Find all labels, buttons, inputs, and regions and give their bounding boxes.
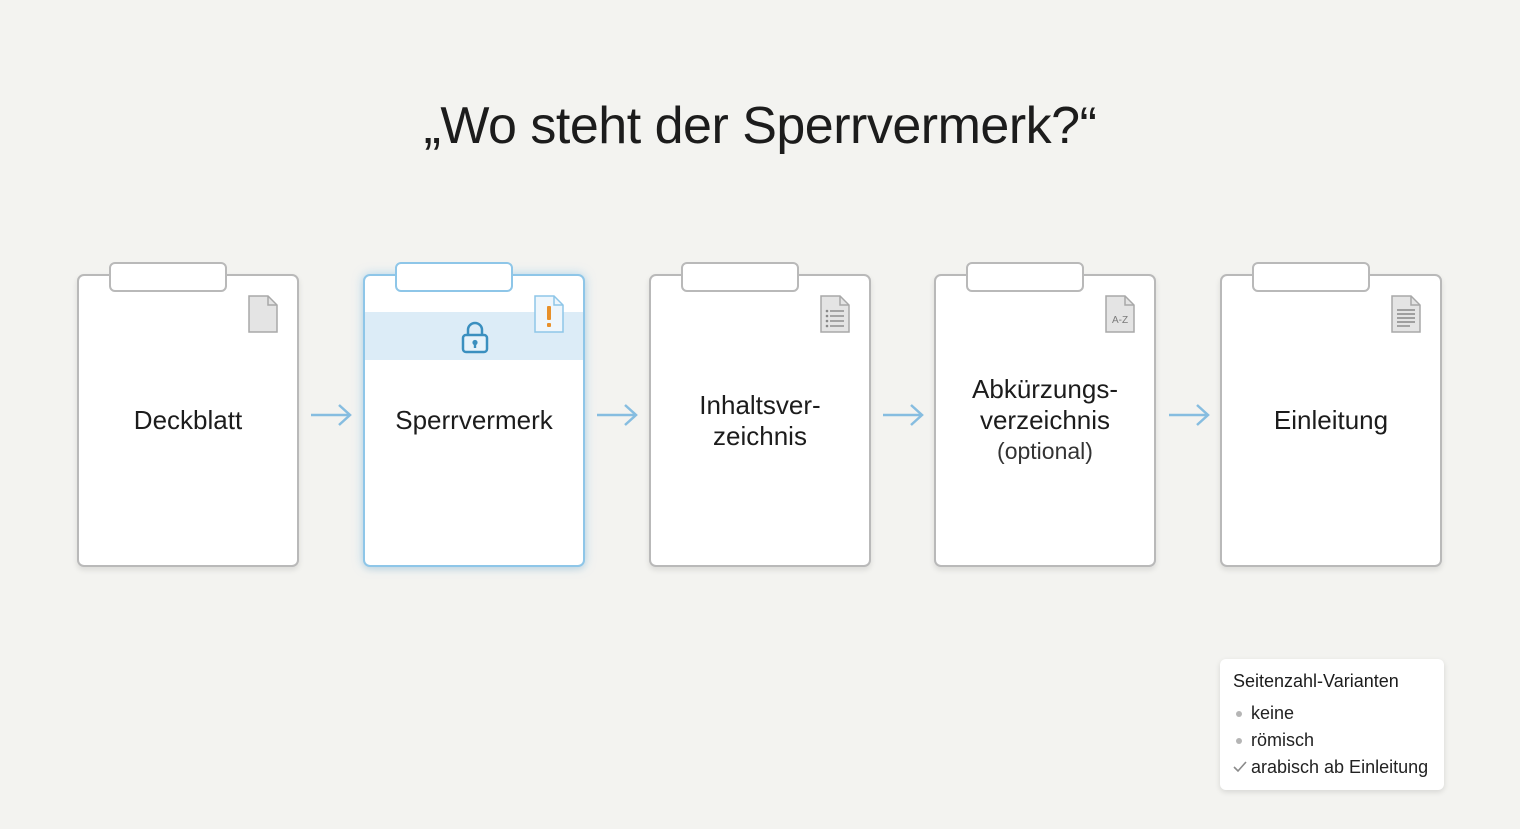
card-tab (395, 262, 513, 292)
step-label: Sperrvermerk (395, 405, 553, 435)
lock-icon (461, 321, 489, 354)
step-label: Inhaltsver- zeichnis (699, 389, 821, 451)
step-label: Abkürzungs- verzeichnis(optional) (936, 276, 1154, 565)
legend-item: keine (1233, 700, 1431, 727)
step-card-einleitung: Einleitung (1220, 262, 1442, 567)
arrow-right-icon (1169, 404, 1210, 426)
legend-box: Seitenzahl-Varianten keine römisch arabi… (1220, 659, 1444, 790)
diagram-title: „Wo steht der Sperrvermerk?“ (423, 97, 1097, 155)
warning-document-icon (534, 295, 564, 333)
step-sublabel: (optional) (997, 438, 1093, 464)
step-label: Deckblatt (133, 405, 243, 435)
step-card-inhaltsverzeichnis: Inhaltsver- zeichnis (649, 262, 871, 567)
legend-item: arabisch ab Einleitung (1233, 754, 1431, 781)
legend-item: römisch (1233, 727, 1431, 754)
card-tab (966, 262, 1084, 292)
bullet-icon (1236, 711, 1242, 717)
step-card-abkuerzungsverzeichnis: A-Z Abkürzungs- verzeichnis(optional) (934, 262, 1156, 567)
step-card-sperrvermerk: Sperrvermerk (363, 262, 585, 567)
card-tab (109, 262, 227, 292)
checkmark-icon (1233, 761, 1247, 773)
az-document-icon: A-Z (1105, 295, 1135, 333)
card-tab (1252, 262, 1370, 292)
step-label: Einleitung (1273, 405, 1389, 435)
card-tab (681, 262, 799, 292)
list-document-icon (820, 295, 850, 333)
arrow-right-icon (597, 404, 638, 426)
arrow-right-icon (883, 404, 924, 426)
blank-document-icon (248, 295, 278, 333)
svg-text:A-Z: A-Z (1112, 315, 1128, 326)
legend-title: Seitenzahl-Varianten (1233, 671, 1399, 691)
text-document-icon (1391, 295, 1421, 333)
arrow-right-icon (311, 404, 352, 426)
bullet-icon (1236, 738, 1242, 744)
step-card-deckblatt: Deckblatt (77, 262, 299, 567)
